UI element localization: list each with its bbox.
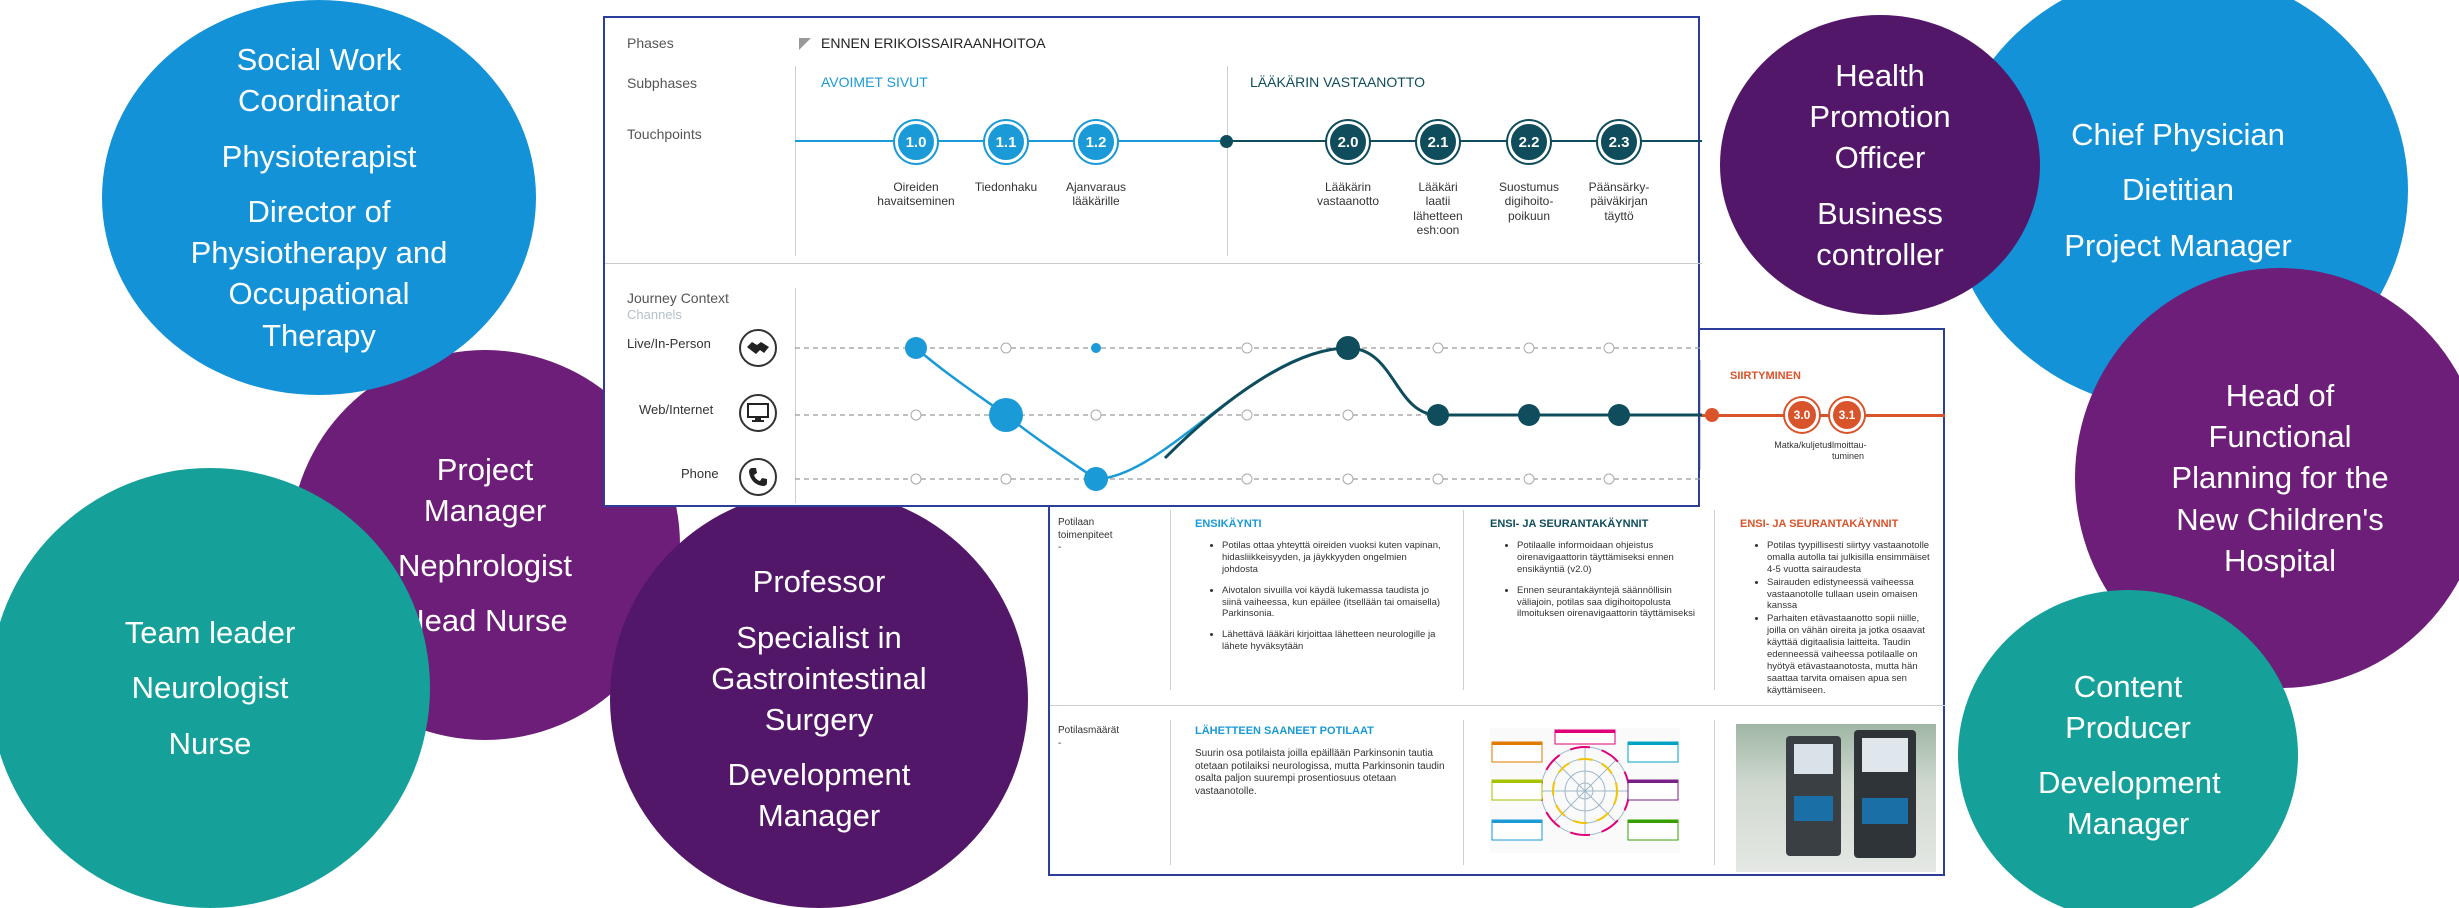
touchpoint-label: Oireiden havaitseminen xyxy=(877,180,955,209)
touchpoint-1-0[interactable]: 1.0 xyxy=(895,121,937,163)
role-label: Team leader xyxy=(124,615,296,651)
bubble-professor: Professor Specialist in Gastrointestinal… xyxy=(610,490,1028,908)
touchpoint-label: Lääkärin vastaanotto xyxy=(1317,180,1380,209)
row-label-touchpoints: Touchpoints xyxy=(627,126,702,142)
transfer-dot xyxy=(1705,408,1719,422)
list-item: Ennen seurantakäyntejä säännöllisin väli… xyxy=(1517,585,1695,621)
col2-title: ENSI- JA SEURANTAKÄYNNIT xyxy=(1490,518,1649,530)
bubble-social-work: Social Work Coordinator Physioterapist D… xyxy=(102,0,536,395)
touchpoint-label: Suostumus digihoito-poikuun xyxy=(1498,180,1560,223)
journey-context-label: Journey Context xyxy=(627,290,729,306)
handshake-icon xyxy=(739,329,777,367)
touchpoint-2-3[interactable]: 2.3 xyxy=(1598,121,1640,163)
touchpoint-label: Lääkäri laatii lähetteen esh:oon xyxy=(1413,180,1463,238)
col2-list: Potilaalle informoidaan ohjeistus oirena… xyxy=(1505,540,1695,629)
bubble-health-promotion: Health Promotion Officer Business contro… xyxy=(1720,15,2040,315)
row-label-actions: Potilaan toimenpiteet xyxy=(1058,517,1113,541)
touchpoint-label: Tiedonhaku xyxy=(974,180,1038,194)
row-label-phases: Phases xyxy=(627,35,674,51)
channels-label: Channels xyxy=(627,307,682,322)
bubble-head-functional: Head of Functional Planning for the New … xyxy=(2075,268,2459,688)
list-item: Potilas ottaa yhteyttä oireiden vuoksi k… xyxy=(1222,540,1445,576)
role-label: Dietitian xyxy=(2122,172,2234,208)
role-label: Health Promotion Officer xyxy=(1809,57,1951,176)
list-item: Potilas tyypillisesti siirtyy vastaanoto… xyxy=(1767,540,1940,576)
subphase-doctor-visit: LÄÄKÄRIN VASTAANOTTO xyxy=(1250,74,1426,90)
phase-flag-icon xyxy=(799,38,811,50)
channel-live: Live/In-Person xyxy=(627,336,711,351)
touchpoint-label: Päänsärky-päiväkirjan täyttö xyxy=(1588,180,1650,223)
touchpoint-line-dark xyxy=(1227,140,1702,142)
role-label: Head of Functional Planning for the New … xyxy=(2171,377,2389,578)
touchpoint-1-2[interactable]: 1.2 xyxy=(1075,121,1117,163)
phase-title: ENNEN ERIKOISSAIRAANHOITOA xyxy=(821,35,1046,51)
touchpoint-2-0[interactable]: 2.0 xyxy=(1327,121,1369,163)
symptom-navigator-image xyxy=(1490,728,1680,853)
phone-icon xyxy=(739,458,777,496)
list-item: Lähettävä lääkäri kirjoittaa lähetteen n… xyxy=(1222,629,1445,653)
role-label: Nurse xyxy=(168,725,252,761)
role-label: Business controller xyxy=(1816,195,1944,272)
list-item: Sairauden edistyneessä vaiheessa vastaan… xyxy=(1767,577,1940,613)
list-item: Aivotalon sivuilla voi käydä lukemassa t… xyxy=(1222,585,1445,621)
role-label: Head Nurse xyxy=(402,603,568,639)
kiosk-right xyxy=(1854,730,1916,858)
touchpoint-3-0[interactable]: 3.0 xyxy=(1785,398,1819,432)
col3-list: Potilas tyypillisesti siirtyy vastaanoto… xyxy=(1755,540,1940,705)
role-label: Nephrologist xyxy=(397,548,573,583)
list-item: Parhaiten etävastaanotto sopii niille, j… xyxy=(1767,613,1940,696)
role-label: Content Producer xyxy=(2065,668,2191,745)
role-label: Professor xyxy=(752,564,886,600)
phase-divider-dot xyxy=(1220,135,1233,148)
channel-web: Web/Internet xyxy=(639,402,714,417)
touchpoint-1-1[interactable]: 1.1 xyxy=(985,121,1027,163)
touchpoint-2-2[interactable]: 2.2 xyxy=(1508,121,1550,163)
touchpoint-label: Ajanvaraus lääkärille xyxy=(1065,180,1127,209)
list-item: Potilaalle informoidaan ohjeistus oirena… xyxy=(1517,540,1695,576)
col1-list: Potilas ottaa yhteyttä oireiden vuoksi k… xyxy=(1210,540,1445,662)
role-label: Specialist in Gastrointestinal Surgery xyxy=(711,619,927,737)
row-label-patients: Potilasmäärät xyxy=(1058,725,1120,736)
channel-phone: Phone xyxy=(681,466,719,481)
role-label: Physioterapist xyxy=(221,138,417,174)
subphase-open-pages: AVOIMET SIVUT xyxy=(821,74,928,90)
monitor-icon xyxy=(739,394,777,432)
row-dash: - xyxy=(1058,738,1062,749)
kiosk-left xyxy=(1786,736,1841,856)
role-label: Project Manager xyxy=(423,451,547,528)
row-dash: - xyxy=(1058,542,1062,553)
col4-text: Suurin osa potilaista joilla epäillään P… xyxy=(1195,748,1445,797)
channel-journey-graph xyxy=(795,336,1702,491)
role-label: Development Manager xyxy=(727,757,911,834)
touchpoint-2-1[interactable]: 2.1 xyxy=(1417,121,1459,163)
role-label: Project Manager xyxy=(2064,227,2292,263)
touchpoint-3-0-label: Matka/kuljetus xyxy=(1774,440,1832,450)
role-label: Development Manager xyxy=(2038,765,2221,842)
role-label: Chief Physician xyxy=(2071,117,2285,153)
touchpoint-3-1-label: Ilmoittau-tuminen xyxy=(1829,440,1867,462)
role-label: Director of Physiotherapy and Occupation… xyxy=(190,193,448,353)
journey-map-panel: Phases Subphases Touchpoints ENNEN ERIKO… xyxy=(603,16,1702,507)
role-label: Neurologist xyxy=(131,670,289,706)
bubble-content-producer: Content Producer Development Manager xyxy=(1958,590,2298,908)
col3-title: ENSI- JA SEURANTAKÄYNNIT xyxy=(1740,518,1899,530)
touchpoint-3-1[interactable]: 3.1 xyxy=(1830,398,1864,432)
col4-title: LÄHETTEEN SAANEET POTILAAT xyxy=(1195,725,1374,737)
role-label: Social Work Coordinator xyxy=(236,42,402,119)
siirtyminen-title: SIIRTYMINEN xyxy=(1730,370,1801,382)
kiosk-photo xyxy=(1736,724,1936,872)
col1-title: ENSIKÄYNTI xyxy=(1195,518,1262,530)
bubble-team-leader: Team leader Neurologist Nurse xyxy=(0,468,430,908)
row-label-subphases: Subphases xyxy=(627,75,698,91)
